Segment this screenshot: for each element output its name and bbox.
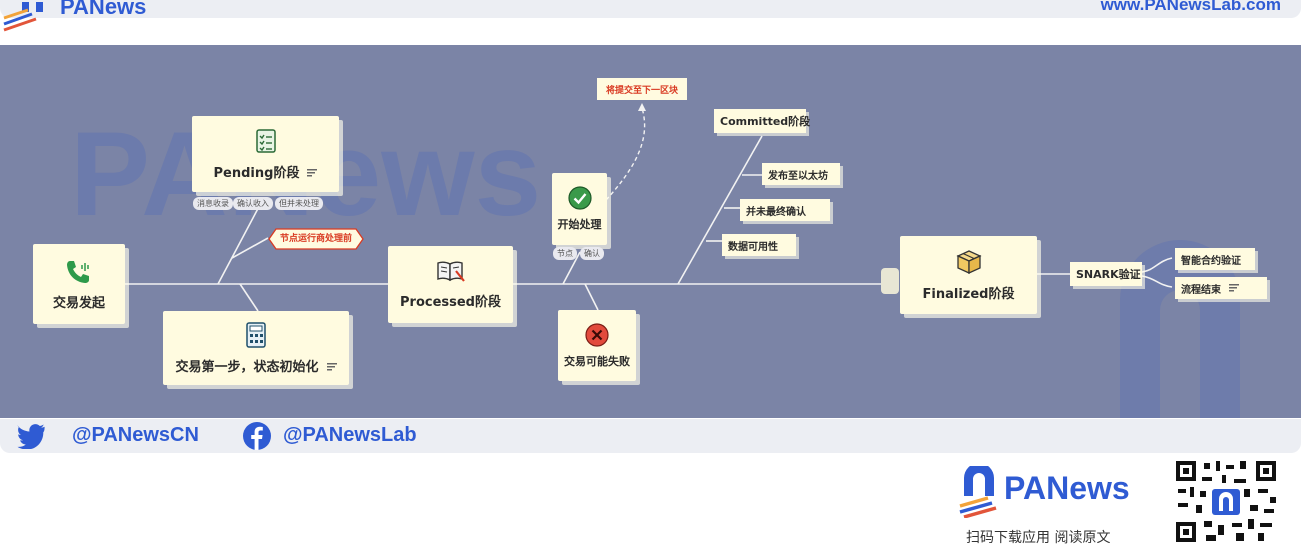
next-block-note[interactable]: 将提交至下一区块	[597, 78, 687, 100]
notes-icon	[326, 363, 337, 371]
fail-label: 交易可能失败	[564, 354, 630, 368]
fail-node[interactable]: 交易可能失败	[558, 310, 636, 381]
processed-node[interactable]: Processed阶段	[388, 246, 513, 323]
bottom-brand: PANews	[1004, 470, 1130, 506]
phone-icon	[67, 260, 89, 283]
bottom-caption: 扫码下载应用 阅读原文	[966, 530, 1111, 546]
snark-item-1-label: 智能合约验证	[1181, 255, 1241, 267]
init-node[interactable]: 交易第一步，状态初始化	[163, 311, 349, 385]
snark-item-1[interactable]: 智能合约验证	[1175, 248, 1255, 270]
pending-tag-1: 消息收录	[193, 197, 233, 210]
header: PANews www.PANewsLab.com	[0, 0, 1301, 44]
footer: @PANewsCN @PANewsLab	[0, 419, 1301, 455]
begin-tag-2: 确认	[580, 247, 604, 260]
committed-item-1-label: 发布至以太坊	[768, 170, 828, 182]
check-circle-icon	[567, 186, 592, 210]
book-pen-icon	[436, 261, 465, 282]
pending-tag-2: 确认收入	[233, 197, 273, 210]
committed-node[interactable]: Committed阶段	[714, 109, 810, 133]
facebook-icon[interactable]	[242, 421, 272, 451]
twitter-icon[interactable]	[16, 423, 46, 449]
qr-code-icon[interactable]	[1174, 459, 1278, 544]
pending-node[interactable]: Pending阶段	[192, 116, 339, 192]
diagram-canvas: PANews 交易发起	[0, 45, 1301, 418]
checklist-icon	[255, 128, 276, 153]
start-node[interactable]: 交易发起	[33, 244, 125, 324]
finalized-label: Finalized阶段	[922, 286, 1015, 302]
start-label: 交易发起	[52, 295, 105, 311]
package-box-icon	[955, 249, 982, 274]
header-bar	[0, 0, 1301, 18]
snark-item-2[interactable]: 流程结束	[1175, 277, 1267, 299]
hexagon-shape-icon	[268, 228, 364, 250]
calculator-icon	[246, 321, 266, 348]
notes-icon	[1229, 284, 1239, 292]
collapse-handle[interactable]	[881, 268, 899, 294]
header-url[interactable]: www.PANewsLab.com	[1100, 0, 1281, 14]
panews-logo-icon	[959, 466, 997, 518]
committed-item-1[interactable]: 发布至以太坊	[762, 163, 840, 185]
committed-item-3[interactable]: 数据可用性	[722, 234, 796, 256]
error-x-icon	[585, 322, 609, 347]
connector-lines	[125, 103, 1173, 312]
begin-label: 开始处理	[557, 218, 602, 231]
snark-node[interactable]: SNARK验证	[1070, 262, 1142, 286]
processed-label: Processed阶段	[400, 295, 501, 310]
pending-tag-3: 但并未处理	[275, 197, 323, 210]
committed-item-2[interactable]: 并未最终确认	[740, 199, 830, 221]
begin-node[interactable]: 开始处理	[552, 173, 607, 245]
footer-bar	[0, 419, 1301, 453]
finalized-node[interactable]: Finalized阶段	[900, 236, 1037, 314]
init-label: 交易第一步，状态初始化	[175, 359, 319, 375]
panews-logo-icon	[3, 2, 43, 32]
begin-tag-1: 节点	[553, 247, 577, 260]
notes-icon	[307, 169, 318, 177]
pending-label: Pending阶段	[213, 165, 300, 181]
twitter-handle[interactable]: @PANewsCN	[72, 424, 199, 446]
header-brand[interactable]: PANews	[60, 0, 147, 19]
operator-note[interactable]: 节点运行商处理前	[268, 228, 364, 250]
operator-note-label: 节点运行商处理前	[279, 234, 352, 244]
facebook-handle[interactable]: @PANewsLab	[283, 424, 417, 446]
snark-item-2-label: 流程结束	[1181, 284, 1221, 296]
